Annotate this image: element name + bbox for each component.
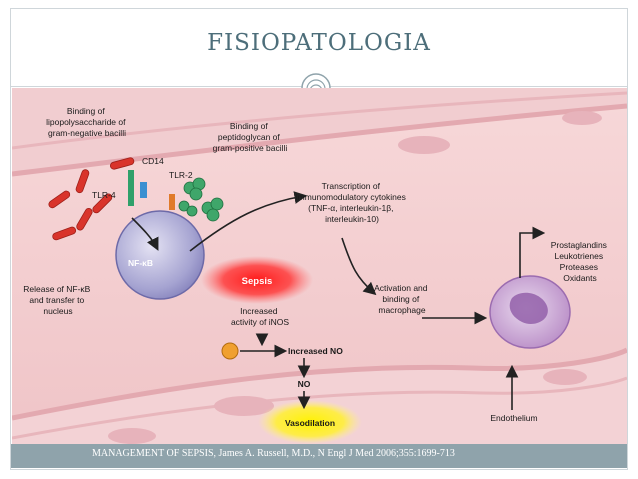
tlr2-label: TLR-2 — [169, 170, 193, 180]
arrow-to-mediators — [519, 226, 546, 278]
arrow-nfkb-to-transcription — [189, 191, 308, 252]
sepsis-label: Sepsis — [242, 276, 273, 287]
vasodilation-highlight — [258, 400, 362, 444]
lower-wall-edge — [12, 347, 627, 421]
endothelial-nucleus — [398, 136, 450, 154]
upper-wall-line — [12, 91, 627, 150]
endothelial-nucleus — [108, 428, 156, 444]
release-nfkb-label: Release of NF-κB and transfer to nucleus — [23, 284, 92, 316]
caption-bar — [11, 444, 627, 468]
endothelium-label: Endothelium — [490, 413, 537, 423]
sepsis-pathophysiology-diagram: Binding of lipopolysaccharide of gram-ne… — [12, 88, 627, 468]
arrow-binding-to-nfkb — [131, 217, 159, 251]
inos-enzyme — [221, 342, 239, 360]
inos-label: Increased activity of iNOS — [231, 306, 289, 327]
mediators-label: Prostaglandins Leukotrienes Proteases Ox… — [551, 240, 610, 283]
nfkb-label: NF-κB — [128, 258, 153, 268]
lps-binding-label: Binding of lipopolysaccharide of gram-ne… — [46, 106, 128, 138]
increased-no-label: Increased NO — [288, 346, 343, 356]
endothelial-nucleus — [562, 111, 602, 125]
endothelial-nucleus — [214, 396, 274, 416]
arrow-to-activation — [341, 237, 377, 296]
cd14-label: CD14 — [142, 156, 164, 166]
gram-negative-bacilli — [48, 157, 135, 241]
endothelial-nucleus — [543, 369, 587, 385]
no-label: NO — [298, 379, 311, 389]
upper-wall-edge — [12, 103, 627, 177]
tlr4-receptor — [128, 170, 134, 206]
slide-title: FISIOPATOLOGIA — [207, 30, 431, 56]
macrophage-nucleus — [509, 292, 548, 325]
citation-caption: MANAGEMENT OF SEPSIS, James A. Russell, … — [92, 448, 455, 459]
gram-positive-cocci — [178, 177, 224, 222]
tlr2-receptor — [169, 194, 175, 210]
cd14-receptor — [140, 182, 147, 198]
peptidoglycan-binding-label: Binding of peptidoglycan of gram-positiv… — [213, 121, 288, 153]
slide-frame — [10, 8, 628, 470]
lower-wall-line — [12, 376, 627, 440]
vasodilation-label: Vasodilation — [285, 418, 335, 428]
transcription-label: Transcription of immunomodulatory cytoki… — [296, 181, 408, 224]
host-cell — [115, 210, 205, 300]
activation-label: Activation and binding of macrophage — [374, 283, 430, 315]
sepsis-highlight — [201, 256, 313, 304]
tlr4-label: TLR-4 — [92, 190, 116, 200]
